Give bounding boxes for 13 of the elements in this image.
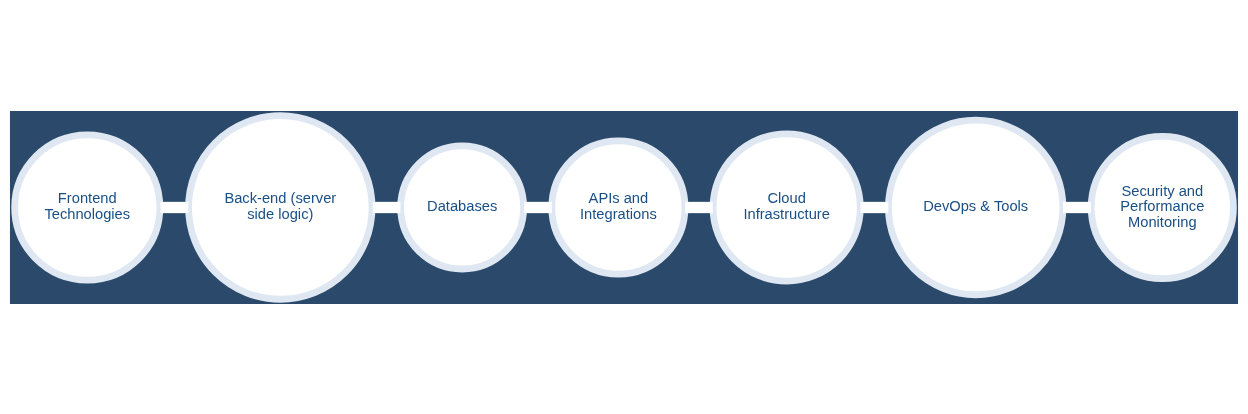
node-circle: Back-end (server side logic) — [185, 111, 376, 303]
node-circle: DevOps & Tools — [885, 116, 1067, 298]
node-circle: Security and Performance Monitoring — [1087, 132, 1237, 282]
connector — [160, 201, 189, 213]
node-circle: Frontend Technologies — [11, 131, 164, 283]
connector — [1063, 201, 1092, 213]
connector — [524, 201, 552, 213]
node-circle: Databases — [397, 142, 528, 272]
node-circle: Cloud Infrastructure — [709, 129, 864, 285]
node-circle: APIs and Integrations — [548, 137, 689, 277]
connector — [372, 201, 401, 213]
connector — [685, 201, 713, 213]
connector — [860, 201, 889, 213]
